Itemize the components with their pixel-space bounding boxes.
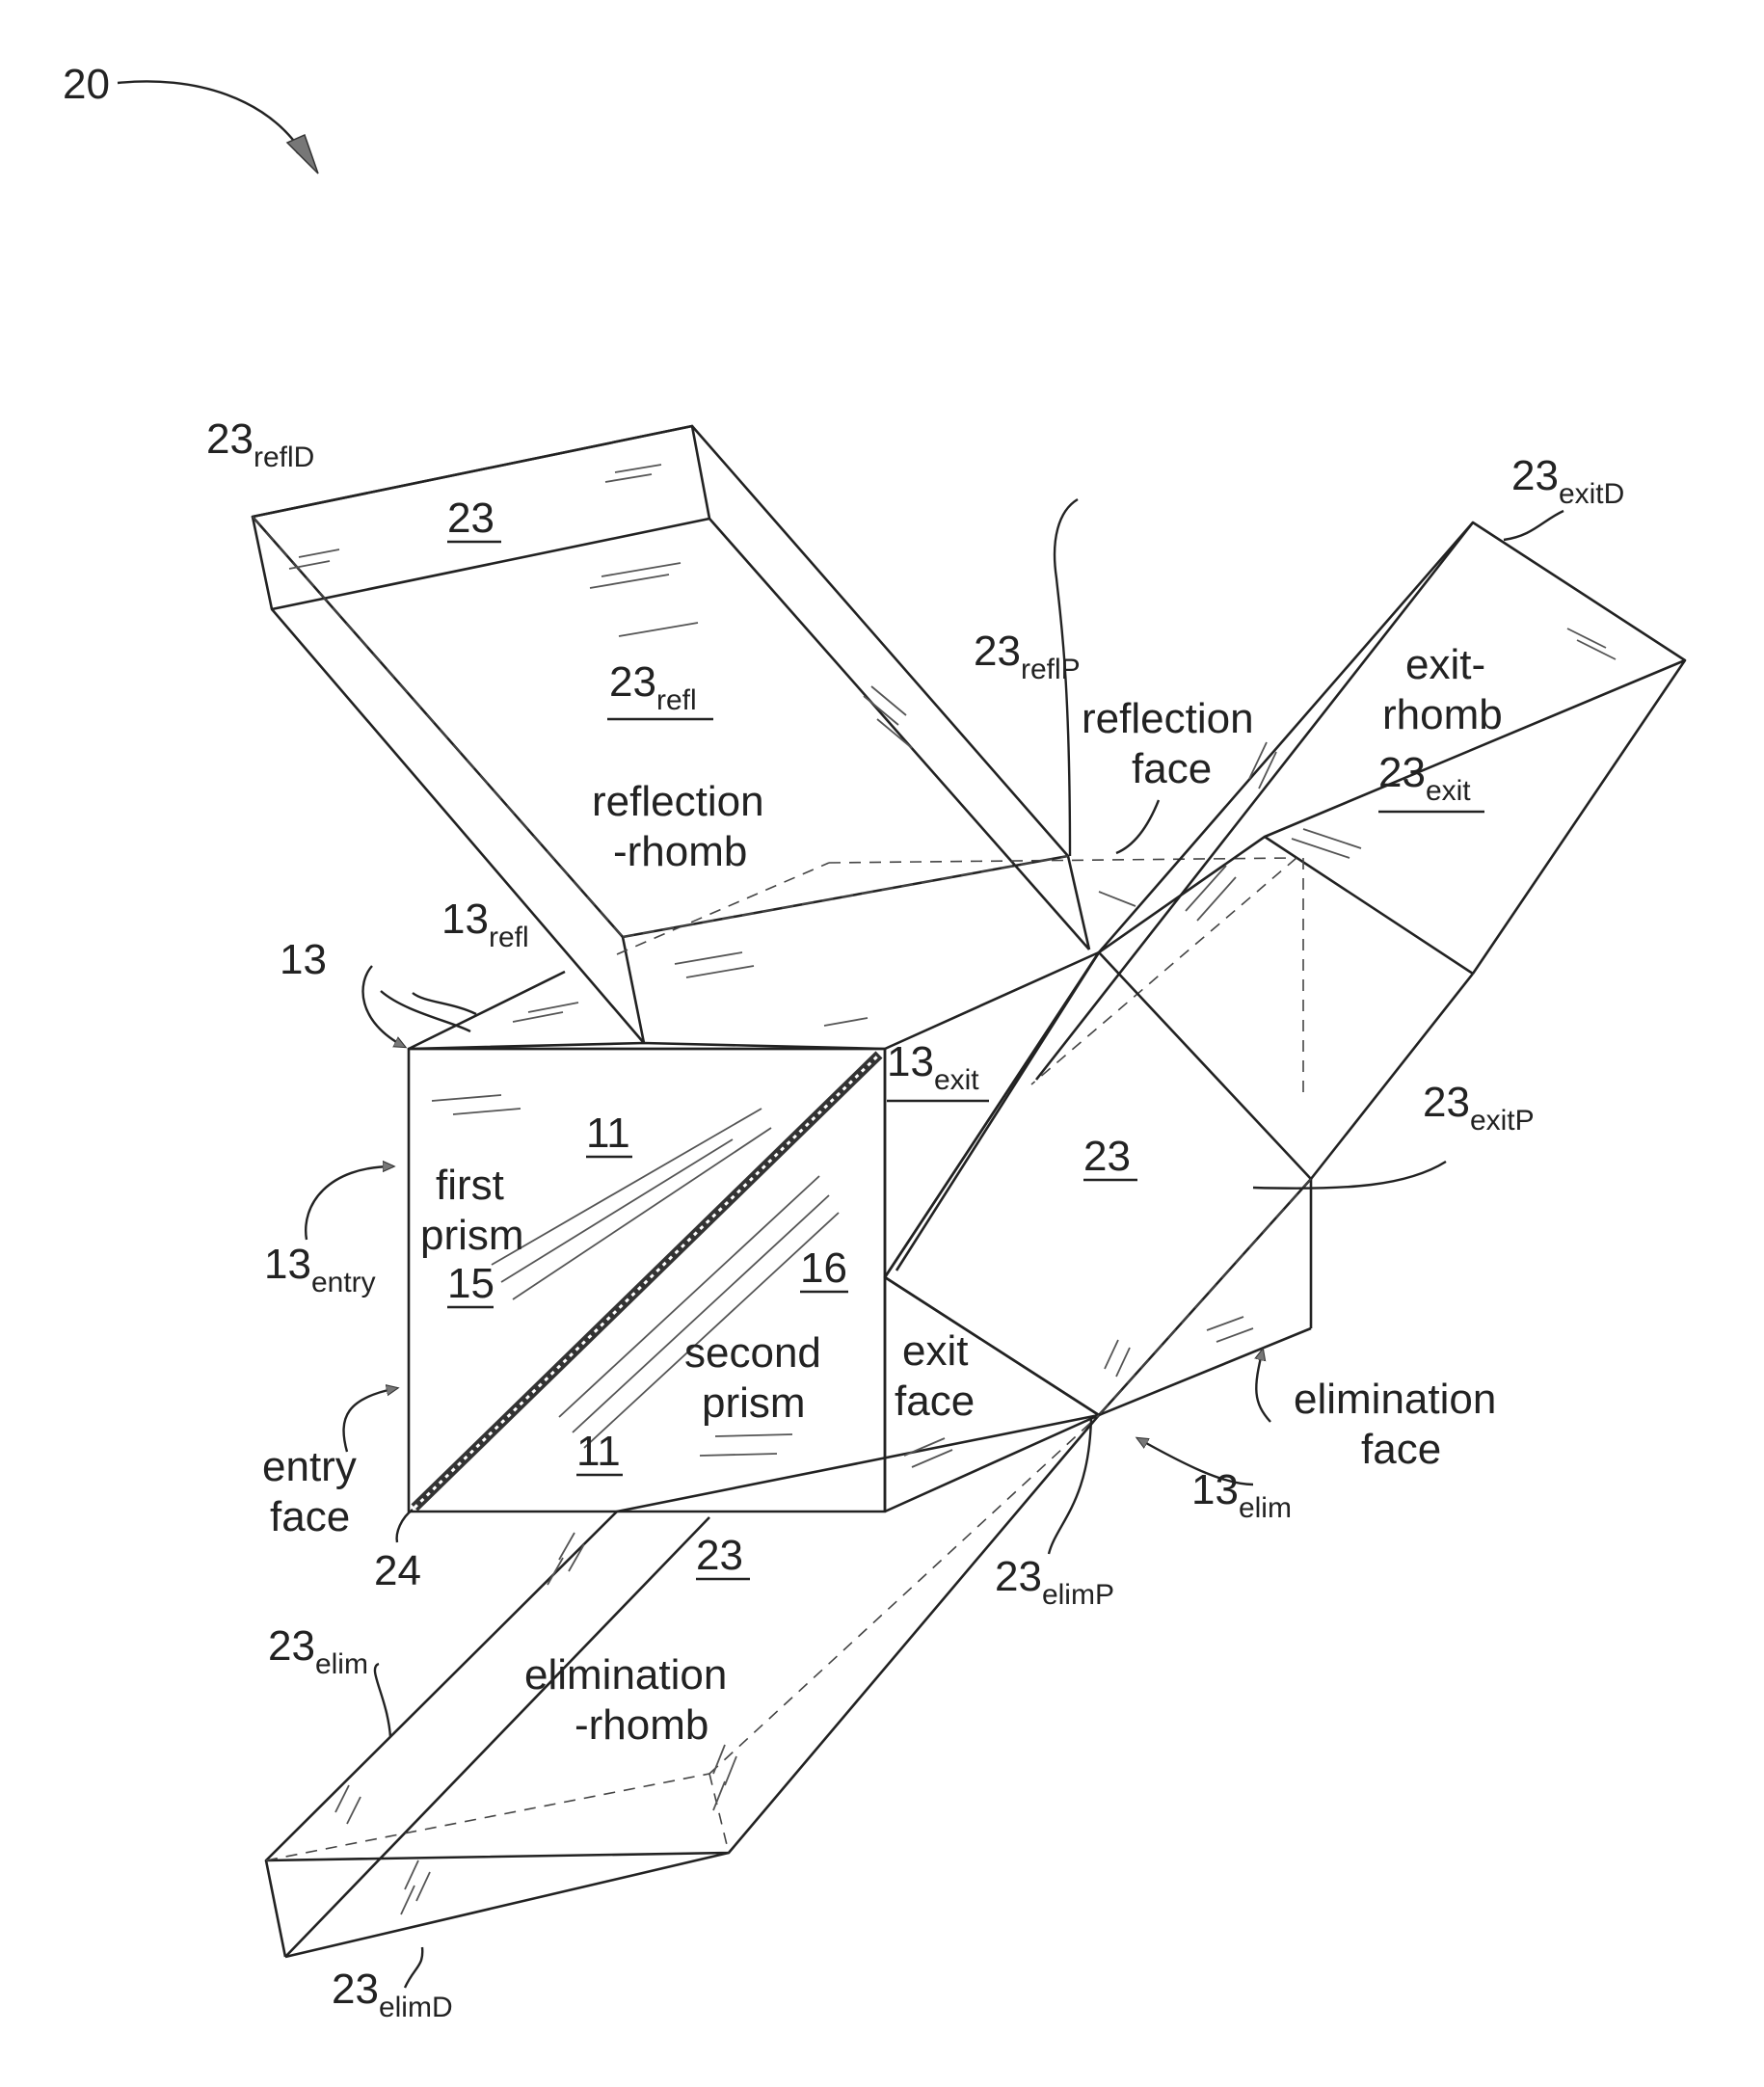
label-23-bottom: 23 (696, 1532, 743, 1579)
label-23-right-face: 23 (1083, 1133, 1131, 1180)
label-elimination-rhomb-1: elimination (524, 1651, 727, 1699)
label-23-reflp: 23reflP (974, 628, 1081, 685)
label-exit-rhomb-1: exit- (1405, 641, 1485, 688)
label-exit-rhomb-2: rhomb (1382, 691, 1503, 738)
label-23-exitd: 23exitD (1511, 452, 1624, 510)
label-first-prism-2: prism (420, 1212, 524, 1259)
label-23-exitp: 23exitP (1423, 1079, 1535, 1137)
label-exit-face-1: exit (902, 1327, 968, 1375)
label-13-entry: 13entry (264, 1241, 376, 1298)
label-23-elimd: 23elimD (332, 1966, 453, 2023)
label-elimination-rhomb-2: -rhomb (575, 1701, 708, 1749)
label-13-refl: 13refl (441, 896, 529, 953)
label-second-prism-1: second (684, 1329, 821, 1377)
label-23-exit: 23exit (1378, 749, 1471, 807)
label-reflection-face-1: reflection (1082, 695, 1254, 742)
label-reflection-face-2: face (1132, 745, 1212, 792)
label-13-elim: 13elim (1191, 1466, 1292, 1524)
label-13: 13 (280, 936, 327, 983)
label-elimination-face-2: face (1361, 1426, 1441, 1473)
label-23-refld: 23reflD (206, 415, 314, 473)
label-15: 15 (447, 1260, 494, 1307)
label-first-prism-1: first (436, 1162, 504, 1209)
label-23-refl-top: 23 (447, 495, 494, 542)
figure-arrow (118, 81, 307, 159)
figure-number: 20 (63, 61, 110, 108)
label-second-prism-2: prism (702, 1379, 806, 1427)
label-23-elimp: 23elimP (995, 1553, 1114, 1611)
label-11-top: 11 (586, 1110, 630, 1157)
label-16: 16 (800, 1244, 847, 1292)
label-entry-face-1: entry (262, 1443, 357, 1490)
label-11-bottom: 11 (576, 1428, 621, 1475)
label-elimination-face-1: elimination (1294, 1376, 1496, 1423)
label-reflection-rhomb-2: -rhomb (613, 828, 747, 875)
label-13-exit: 13exit (887, 1038, 979, 1096)
label-23-refl: 23refl (609, 658, 697, 716)
label-reflection-rhomb-1: reflection (592, 778, 764, 825)
label-exit-face-2: face (895, 1378, 975, 1425)
label-23-elim: 23elim (268, 1622, 368, 1680)
figure-arrowhead (287, 135, 318, 174)
label-24: 24 (374, 1547, 421, 1594)
label-entry-face-2: face (270, 1493, 350, 1540)
